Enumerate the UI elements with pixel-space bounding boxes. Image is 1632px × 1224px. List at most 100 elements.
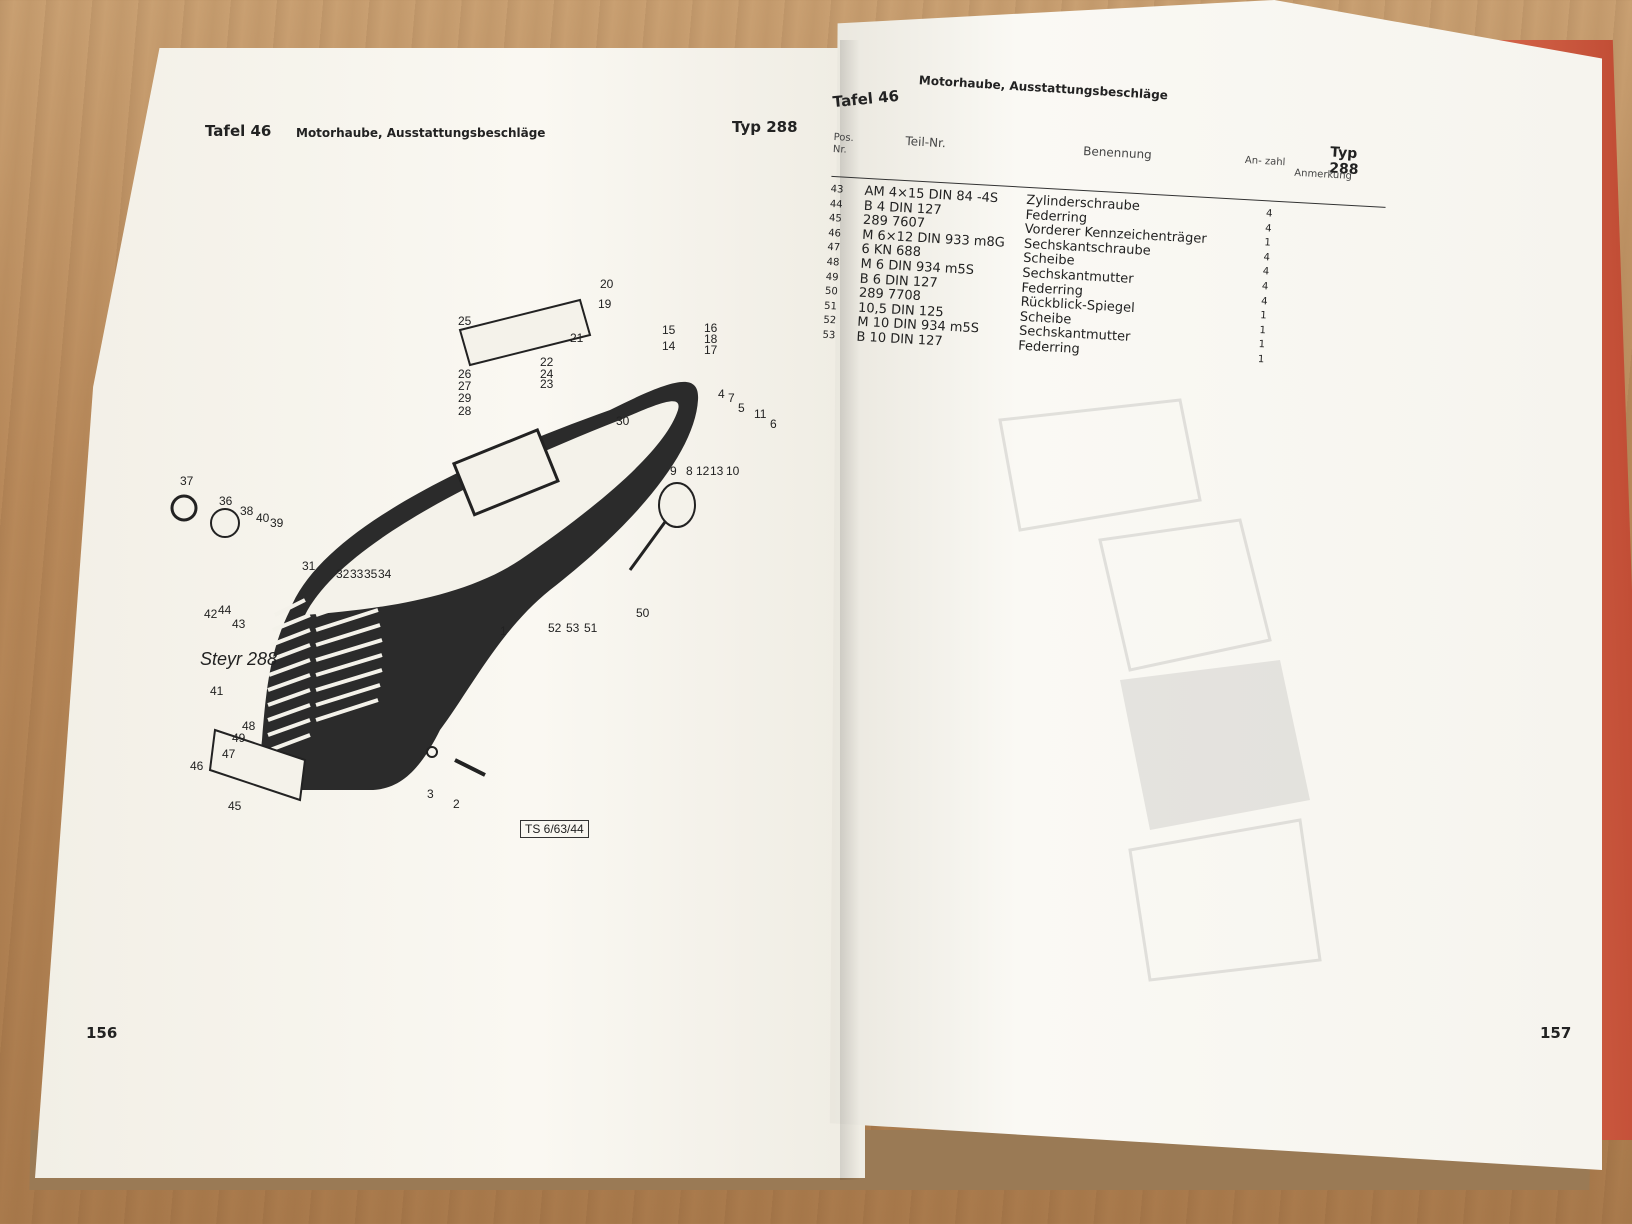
callout-35: 35 bbox=[364, 567, 378, 581]
callout-12: 12 bbox=[696, 464, 710, 478]
header-anmerkung: Anmerkung bbox=[1293, 167, 1353, 182]
callout-33: 33 bbox=[350, 567, 364, 581]
cover-plate bbox=[458, 298, 592, 367]
bolt bbox=[454, 758, 486, 777]
callout-13: 13 bbox=[710, 464, 724, 478]
cell-anzahl: 4 bbox=[1260, 295, 1268, 308]
callout-40: 40 bbox=[256, 511, 270, 525]
callout-24: 24 bbox=[540, 367, 554, 381]
mirror-head bbox=[658, 482, 696, 528]
cell-pos: 46 bbox=[827, 227, 842, 240]
callout-23: 23 bbox=[540, 377, 554, 391]
callout-47: 47 bbox=[222, 747, 236, 761]
callout-6: 6 bbox=[770, 417, 777, 431]
cell-anzahl: 1 bbox=[1259, 324, 1267, 337]
callout-7: 7 bbox=[728, 391, 735, 405]
callout-17: 17 bbox=[704, 343, 718, 357]
header-teil-nr: Teil-Nr. bbox=[905, 134, 947, 151]
cell-anzahl: 4 bbox=[1261, 281, 1269, 293]
callout-19: 19 bbox=[598, 297, 612, 311]
callout-32: 32 bbox=[336, 567, 350, 581]
cell-benennung: Federring bbox=[1017, 338, 1081, 357]
callout-52: 52 bbox=[548, 621, 562, 635]
callout-48: 48 bbox=[242, 719, 256, 733]
callout-37: 37 bbox=[180, 474, 194, 488]
callout-51: 51 bbox=[584, 621, 598, 635]
callout-21: 21 bbox=[570, 331, 584, 345]
callout-46: 46 bbox=[190, 759, 204, 773]
parts-table: Pos. Nr. Teil-Nr. Benennung An- zahl Anm… bbox=[822, 130, 1389, 368]
license-bracket bbox=[208, 728, 307, 802]
callout-27: 27 bbox=[458, 379, 472, 393]
cell-pos: 50 bbox=[824, 285, 838, 298]
callout-38: 38 bbox=[240, 504, 254, 518]
cell-pos: 45 bbox=[828, 213, 843, 225]
callout-labels: 1 2 3 4 5 6 7 8 9 10 11 12 13 14 15 16 1… bbox=[180, 277, 777, 813]
callout-15: 15 bbox=[662, 323, 676, 337]
cell-anzahl: 1 bbox=[1258, 339, 1266, 351]
callout-20: 20 bbox=[600, 277, 614, 291]
script-emblem: Steyr 288 bbox=[200, 649, 277, 669]
callout-3: 3 bbox=[427, 787, 434, 801]
right-page-number: 157 bbox=[1540, 1024, 1572, 1042]
hood-opening bbox=[451, 428, 560, 517]
cell-anzahl: 4 bbox=[1264, 222, 1272, 235]
callout-53: 53 bbox=[566, 621, 580, 635]
callout-28: 28 bbox=[458, 404, 472, 418]
callout-1: 1 bbox=[500, 624, 507, 638]
callout-43: 43 bbox=[232, 617, 246, 631]
cell-pos: 43 bbox=[830, 183, 844, 196]
callout-8: 8 bbox=[686, 464, 693, 478]
book-gutter bbox=[840, 40, 860, 1180]
callout-44: 44 bbox=[218, 603, 232, 617]
cell-anzahl: 4 bbox=[1262, 266, 1270, 278]
left-tafel-label: Tafel 46 bbox=[205, 122, 272, 140]
callout-50: 50 bbox=[636, 606, 650, 620]
callout-2: 2 bbox=[453, 797, 460, 811]
cell-pos: 48 bbox=[826, 256, 840, 269]
callout-29: 29 bbox=[458, 391, 472, 405]
callout-42: 42 bbox=[204, 607, 218, 621]
cell-pos: 47 bbox=[827, 242, 841, 254]
badge-37 bbox=[170, 494, 198, 522]
callout-4: 4 bbox=[718, 387, 725, 401]
badge-36 bbox=[210, 508, 240, 538]
cell-anzahl: 1 bbox=[1257, 353, 1265, 366]
cell-anzahl: 1 bbox=[1264, 237, 1272, 249]
callout-30: 30 bbox=[616, 414, 630, 428]
right-page bbox=[829, 0, 1602, 1170]
drawing-reference: TS 6/63/44 bbox=[520, 820, 589, 838]
callout-45: 45 bbox=[228, 799, 242, 813]
callout-18: 18 bbox=[704, 332, 718, 346]
cell-pos: 51 bbox=[823, 300, 838, 313]
cell-pos: 52 bbox=[823, 315, 837, 327]
callout-31: 31 bbox=[302, 559, 316, 573]
callout-34: 34 bbox=[378, 567, 392, 581]
cell-anzahl: 4 bbox=[1263, 251, 1271, 264]
left-page-title: Motorhaube, Ausstattungsbeschläge bbox=[296, 126, 546, 140]
callout-16: 16 bbox=[704, 321, 718, 335]
mirror-arm bbox=[628, 521, 667, 571]
header-pos: Pos. Nr. bbox=[832, 131, 855, 156]
callout-14: 14 bbox=[662, 339, 676, 353]
left-typ-label: Typ 288 bbox=[732, 118, 798, 136]
callout-49: 49 bbox=[232, 731, 246, 745]
callout-9: 9 bbox=[670, 464, 677, 478]
header-anzahl: An- zahl bbox=[1244, 154, 1286, 169]
cell-pos: 44 bbox=[829, 198, 843, 211]
washer bbox=[426, 746, 438, 758]
cell-anzahl: 1 bbox=[1259, 310, 1267, 322]
cell-anzahl: 4 bbox=[1265, 208, 1273, 220]
callout-22: 22 bbox=[540, 355, 554, 369]
callout-36: 36 bbox=[219, 494, 233, 508]
exploded-parts-drawing: Steyr 288 1 2 3 4 5 6 7 8 9 10 11 12 13 … bbox=[170, 277, 777, 813]
callout-26: 26 bbox=[458, 367, 472, 381]
callout-25: 25 bbox=[458, 314, 472, 328]
callout-10: 10 bbox=[726, 464, 740, 478]
left-page-number: 156 bbox=[86, 1024, 118, 1042]
callout-11: 11 bbox=[754, 407, 767, 421]
cell-pos: 49 bbox=[825, 271, 839, 284]
header-benennung: Benennung bbox=[1082, 143, 1153, 162]
show-through-drawing bbox=[998, 398, 1322, 982]
